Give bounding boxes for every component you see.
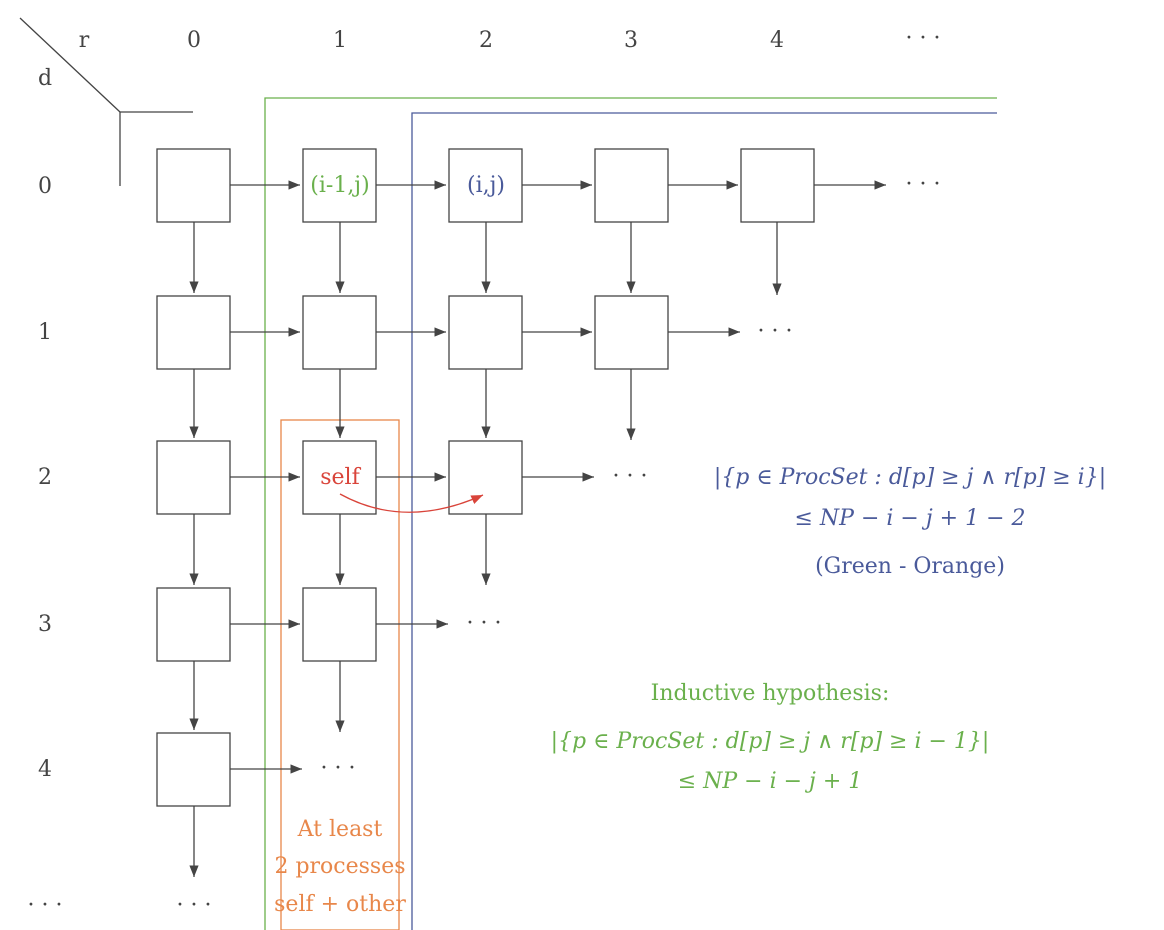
cell-r2-d1: [448, 295, 523, 370]
transition-arrows: [189, 180, 886, 877]
row-header-2: 2: [38, 465, 52, 490]
ellipsis-row1: · · ·: [758, 319, 793, 344]
column-headers: 0 1 2 3 4 · · ·: [187, 26, 940, 53]
col-header-2: 2: [479, 28, 493, 53]
col-header-3: 3: [624, 28, 638, 53]
cell-r0-d1: [156, 295, 231, 370]
cell-label-current: (i,j): [467, 173, 505, 198]
ellipsis-row2: · · ·: [613, 464, 648, 489]
green-region-border: [264, 97, 997, 930]
ellipsis-row0: · · ·: [906, 172, 941, 197]
row-axis-label: d: [38, 66, 52, 91]
cell-label-prev: (i-1,j): [310, 173, 369, 198]
blue-formula-line1: |{p ∈ ProcSet : d[p] ≥ j ∧ r[p] ≥ i}|: [714, 465, 1106, 490]
row-header-4: 4: [38, 757, 52, 782]
row-header-1: 1: [38, 320, 52, 345]
green-formula: Inductive hypothesis: |{p ∈ ProcSet : d[…: [551, 681, 990, 794]
green-formula-title: Inductive hypothesis:: [651, 681, 890, 706]
col-header-0: 0: [187, 28, 201, 53]
axis-corner: [19, 17, 193, 186]
blue-region-border: [411, 112, 997, 930]
orange-caption: At least 2 processes self + other: [274, 817, 406, 917]
col-axis-label: r: [79, 28, 90, 53]
row-header-3: 3: [38, 612, 52, 637]
row-headers: 0 1 2 3 4 · · ·: [28, 174, 63, 918]
ellipsis-row3: · · ·: [467, 611, 502, 636]
cell-label-self: self: [320, 465, 361, 490]
col-header-1: 1: [333, 28, 347, 53]
ellipsis-row4: · · ·: [321, 756, 356, 781]
cell-r0-d2: [156, 440, 231, 515]
cell-r1-d2: [302, 440, 377, 515]
cell-r4-d0: [740, 148, 815, 223]
chain-ellipses: · · · · · · · · · · · · · · · · · ·: [177, 172, 941, 918]
row-header-ellipsis: · · ·: [28, 893, 63, 918]
blue-formula: |{p ∈ ProcSet : d[p] ≥ j ∧ r[p] ≥ i}| ≤ …: [714, 465, 1106, 579]
col-header-ellipsis: · · ·: [906, 26, 941, 51]
col-header-4: 4: [770, 28, 784, 53]
cell-r1-d1: [302, 295, 377, 370]
orange-caption-line1: At least: [297, 817, 383, 842]
green-formula-line1: |{p ∈ ProcSet : d[p] ≥ j ∧ r[p] ≥ i − 1}…: [551, 729, 990, 754]
cell-r3-d0: [594, 148, 669, 223]
cell-r1-d3: [302, 587, 377, 662]
cell-grid: [156, 148, 815, 807]
blue-formula-line3: (Green - Orange): [815, 554, 1005, 579]
cell-r3-d1: [594, 295, 669, 370]
row-header-0: 0: [38, 174, 52, 199]
orange-caption-line3: self + other: [274, 892, 406, 917]
blue-formula-line2: ≤ NP − i − j + 1 − 2: [794, 506, 1025, 531]
orange-caption-line2: 2 processes: [274, 854, 405, 879]
ellipsis-col0: · · ·: [177, 893, 212, 918]
cell-r0-d0: [156, 148, 231, 223]
cell-r0-d3: [156, 587, 231, 662]
self-move-arrow: [339, 493, 484, 513]
green-formula-line2: ≤ NP − i − j + 1: [678, 769, 863, 794]
cell-r2-d2: [448, 440, 523, 515]
cell-r0-d4: [156, 732, 231, 807]
